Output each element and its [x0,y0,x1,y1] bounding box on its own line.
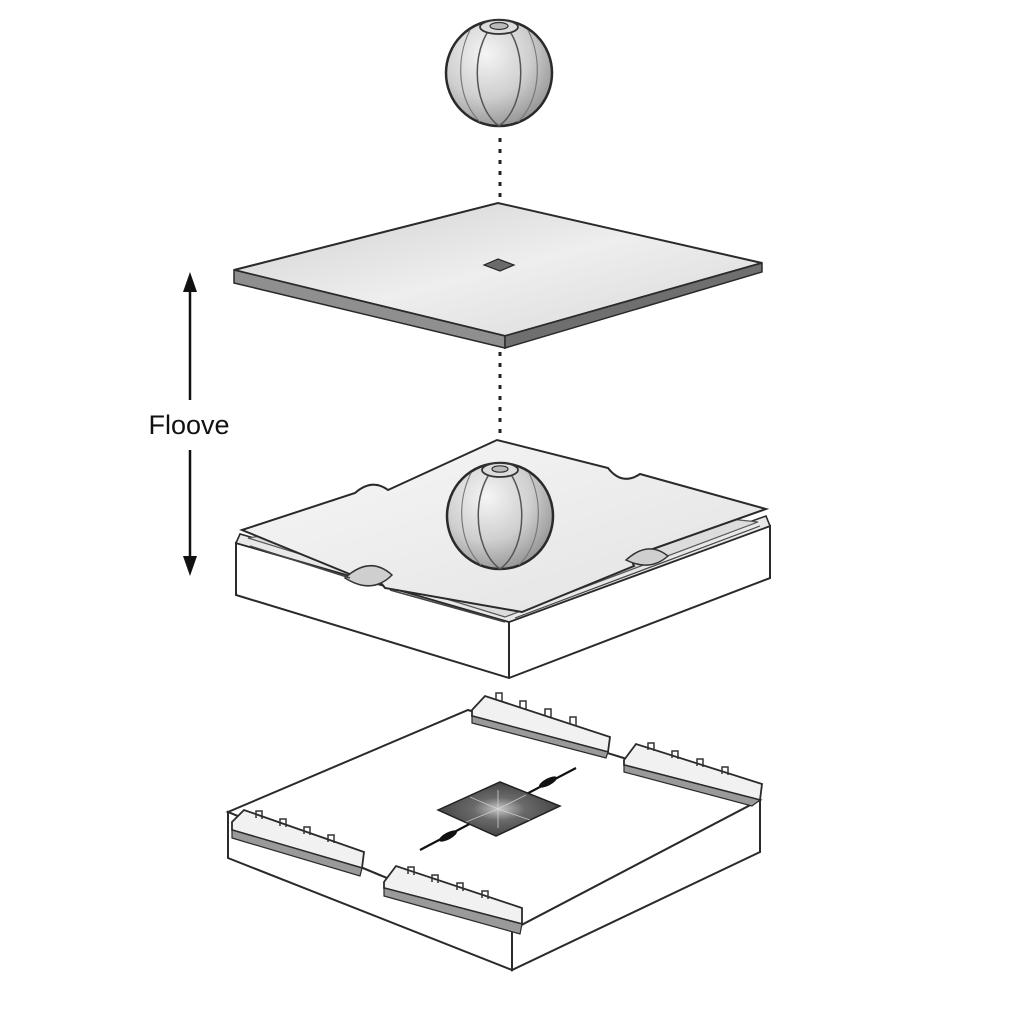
height-arrow [183,272,197,576]
middle-sphere [445,461,555,571]
flat-plate [233,201,763,350]
height-label: Floove [148,410,229,440]
connector-top-left [471,692,611,759]
connector-front [383,864,523,935]
center-chip [419,767,577,851]
connector-right [623,742,763,807]
top-sphere [444,18,554,128]
connector-left [231,808,365,877]
